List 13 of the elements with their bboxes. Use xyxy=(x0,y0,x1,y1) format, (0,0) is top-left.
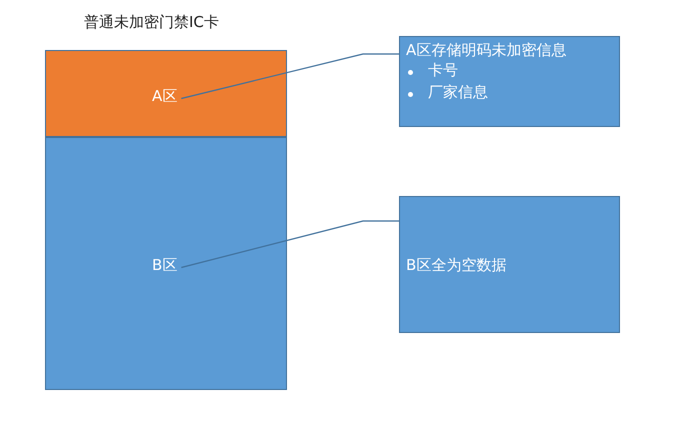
zone-label: A区 xyxy=(152,87,178,106)
callout-text: A区存储明码未加密信息 xyxy=(406,41,566,60)
bullet-item: 卡号 xyxy=(428,61,458,80)
zone-label: B区 xyxy=(152,256,178,275)
leader-line xyxy=(181,53,399,100)
bullet-item: 厂家信息 xyxy=(428,83,488,102)
zone-box xyxy=(45,50,287,137)
callout-text: B区全为空数据 xyxy=(406,256,506,275)
title: 普通未加密门禁IC卡 xyxy=(84,13,219,32)
leader-line xyxy=(181,220,399,268)
callout-box xyxy=(399,196,620,333)
zone-box xyxy=(45,137,287,390)
callout-box xyxy=(399,36,620,127)
